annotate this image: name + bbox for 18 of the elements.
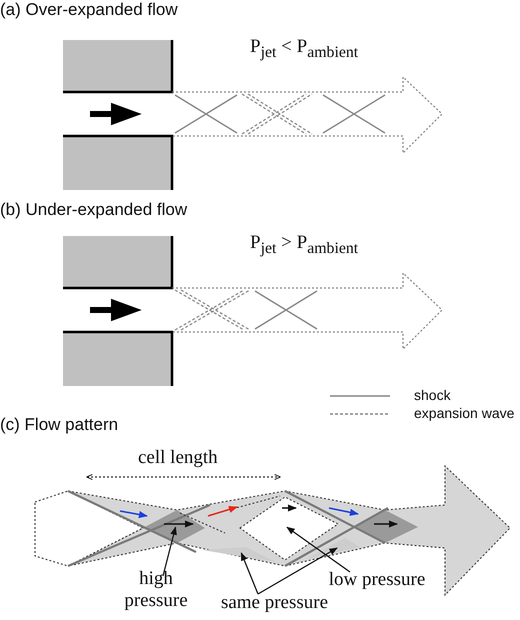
leader-line [240,552,259,594]
dimension-label: cell length [138,447,218,469]
panel-title: (a) Over-expanded flow [0,0,178,20]
panel-title: (c) Flow pattern [0,415,118,435]
callout-label: same pressure [212,592,337,614]
leader-line [286,526,350,572]
leader-line [162,526,177,576]
pressure-condition: P$_{jet}$ < P$_{ambient}$ [250,36,358,62]
low-pressure-region [239,496,339,561]
leader-line [258,547,338,595]
ambient-region [202,547,276,562]
panel-title: (b) Under-expanded flow [0,200,188,220]
pressure-condition: P$_{jet}$ > P$_{ambient}$ [250,232,358,258]
legend-label: shock [414,387,451,403]
legend-label: expansion wave [414,405,514,421]
callout-label: high pressure [122,568,190,612]
callout-label: low pressure [322,569,432,591]
high-pressure-region [143,510,205,543]
